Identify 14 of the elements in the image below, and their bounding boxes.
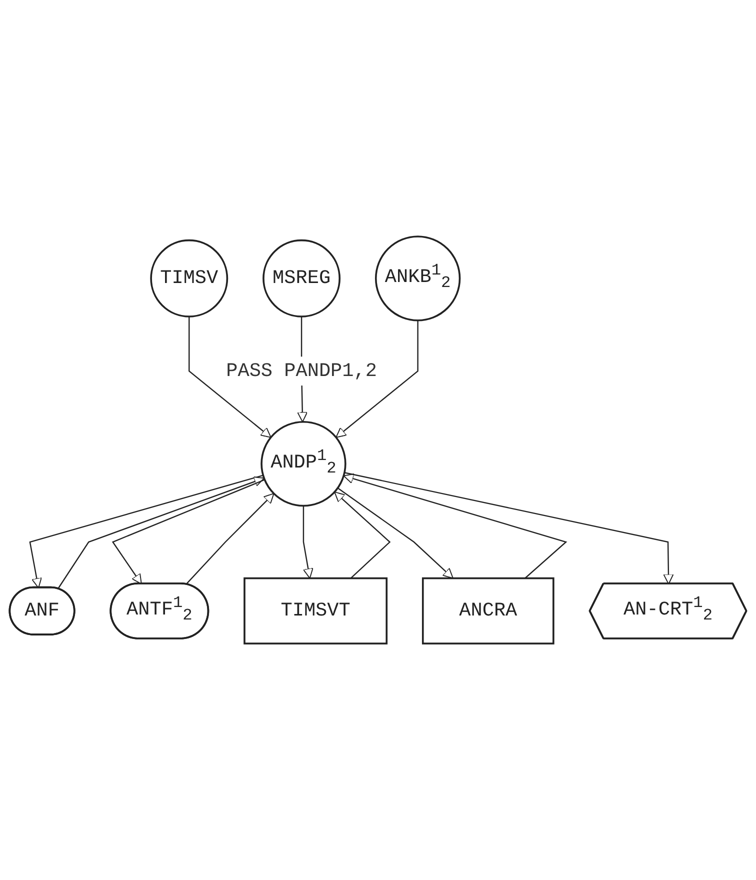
node-box: ANCRA — [422, 577, 554, 644]
arrow — [334, 492, 391, 579]
arrow — [337, 488, 454, 579]
arrow — [186, 493, 274, 585]
edge-label: PASS PANDP1,2 — [226, 360, 377, 382]
arrow — [343, 473, 568, 579]
arrow — [336, 320, 418, 438]
arrow — [344, 472, 674, 584]
arrow — [112, 479, 265, 584]
node-circle: MSREG — [262, 239, 341, 318]
arrow — [302, 506, 314, 579]
node-circle: TIMSV — [150, 239, 228, 318]
node-box: TIMSVT — [244, 577, 388, 644]
arrow — [188, 316, 272, 438]
